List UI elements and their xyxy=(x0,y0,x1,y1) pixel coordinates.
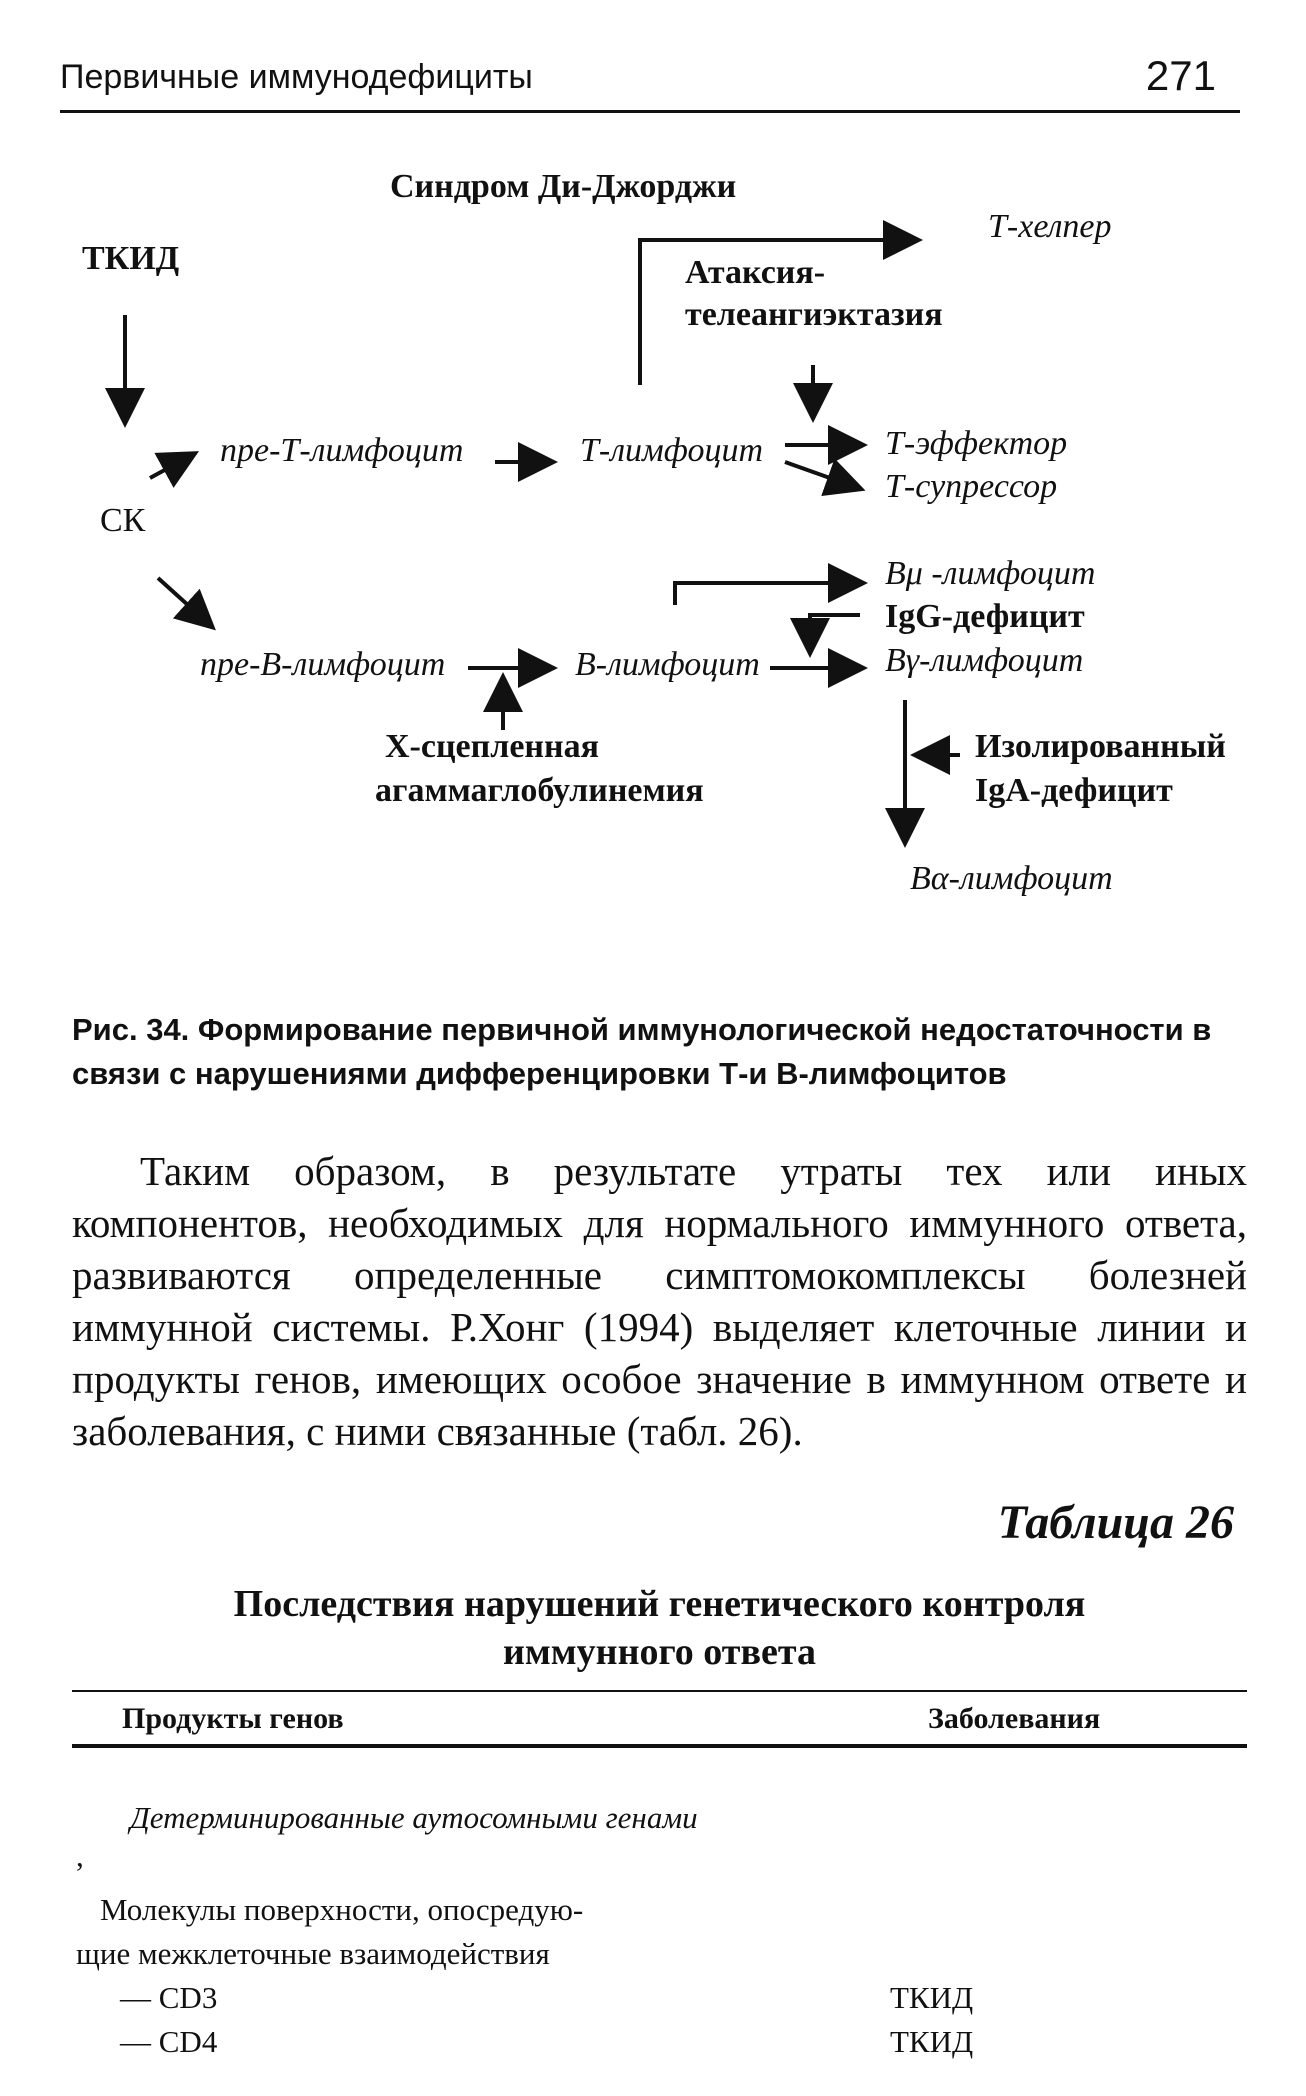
table-top-rule xyxy=(72,1690,1247,1692)
table-cell-disease: ТКИД xyxy=(890,1980,974,2015)
table-title-line2: иммунного ответа xyxy=(503,1631,816,1673)
label-t-helper: Т-хелпер xyxy=(988,208,1112,245)
label-b-mu: Bμ -лимфоцит xyxy=(885,555,1096,592)
arrow-ck-pre-b xyxy=(156,576,216,631)
arrow-t-to-helper xyxy=(638,220,923,385)
label-pre-t: пре-Т-лимфоцит xyxy=(220,432,464,469)
label-tkid: ТКИД xyxy=(82,240,180,277)
column-header-diseases: Заболевания xyxy=(928,1702,1101,1735)
label-igg-deficit: IgG-дефицит xyxy=(885,598,1085,635)
table-group-line1: Молекулы поверхности, опосредую- xyxy=(100,1892,584,1927)
diagram-arrows xyxy=(105,220,960,848)
label-ck: СК xyxy=(100,502,146,539)
table-label: Таблица 26 xyxy=(997,1496,1234,1549)
table-section-title: Детерминированные аутосомными генами xyxy=(130,1800,698,1835)
label-x-linked-line2: агаммаглобулинемия xyxy=(375,772,704,809)
label-iga-line2: IgA-дефицит xyxy=(975,772,1173,809)
table-cell-disease: ТКИД xyxy=(890,2024,974,2059)
column-header-genes: Продукты генов xyxy=(122,1702,344,1735)
label-t-effector: Т-эффектор xyxy=(885,425,1068,462)
label-t-suppressor: Т-супрессор xyxy=(885,468,1058,505)
table-header-rule xyxy=(72,1744,1247,1748)
label-b-alpha: Вα-лимфоцит xyxy=(910,860,1113,897)
label-ataxia-line2: телеангиэктазия xyxy=(685,296,943,333)
body-text: Таким образом, в результате утраты тех и… xyxy=(72,1145,1247,1457)
label-t-lymphocyte: Т-лимфоцит xyxy=(580,432,763,469)
label-digeorge: Синдром Ди-Джорджи xyxy=(390,168,737,205)
label-b-gamma: Вγ-лимфоцит xyxy=(885,642,1084,679)
figure-caption: Рис. 34. Формирование первичной иммуноло… xyxy=(72,1012,1212,1091)
arrow-b-to-bmu xyxy=(673,563,868,605)
body-paragraph: Таким образом, в результате утраты тех и… xyxy=(72,1148,1247,1454)
table-cell-gene: — CD3 xyxy=(120,1980,218,2015)
table-stray-mark: , xyxy=(76,1838,84,1873)
label-ataxia-line1: Атаксия- xyxy=(685,254,826,291)
label-b-lymphocyte: В-лимфоцит xyxy=(575,646,760,683)
page-number: 271 xyxy=(1145,52,1216,99)
label-x-linked-line1: Х-сцепленная xyxy=(385,728,599,765)
table-cell-gene: — CD4 xyxy=(120,2024,218,2059)
header-rule xyxy=(60,110,1240,113)
arrow-igg-down xyxy=(790,613,860,658)
arrow-t-to-suppressor xyxy=(784,458,866,497)
table-group-line2: щие межклеточные взаимодействия xyxy=(76,1936,550,1971)
label-pre-b: пре-В-лимфоцит xyxy=(200,646,446,683)
label-iga-line1: Изолированный xyxy=(975,728,1226,765)
table-title-line1: Последствия нарушений генетического конт… xyxy=(233,1583,1086,1625)
running-header-title: Первичные иммунодефициты xyxy=(60,58,533,96)
arrow-ck-pre-t xyxy=(149,451,200,488)
table-title: Последствия нарушений генетического конт… xyxy=(72,1580,1247,1676)
